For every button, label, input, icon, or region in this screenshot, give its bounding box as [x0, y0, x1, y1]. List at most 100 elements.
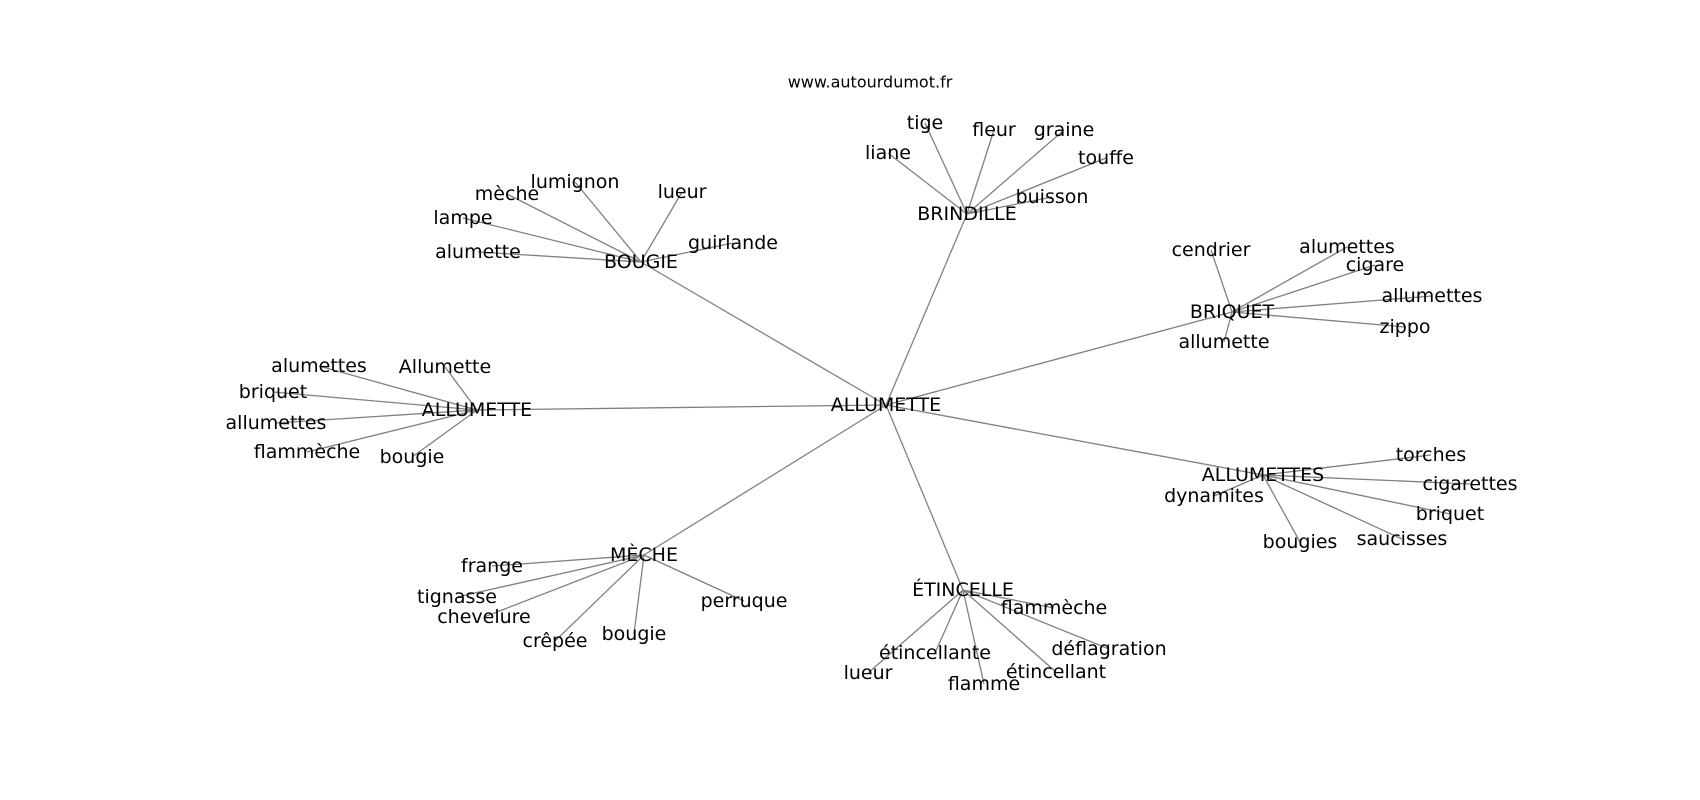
leaf-node: bougie: [602, 623, 667, 645]
leaf-node: Allumette: [399, 356, 491, 378]
cluster-node: ALLUMETTE: [422, 399, 532, 421]
leaf-node: lueur: [658, 181, 707, 203]
leaf-node: saucisses: [1357, 528, 1448, 550]
edge-center-cluster: [885, 404, 1264, 476]
edge-cluster-leaf: [887, 152, 968, 215]
leaf-node: tige: [907, 112, 943, 134]
leaf-node: lumignon: [531, 171, 620, 193]
edge-cluster-leaf: [1223, 311, 1233, 343]
edge-center-cluster: [885, 311, 1233, 406]
leaf-node: alumettes: [1299, 236, 1395, 258]
cluster-node: BOUGIE: [604, 251, 678, 273]
edge-cluster-leaf: [962, 589, 1057, 673]
edge-cluster-leaf: [1213, 474, 1264, 497]
leaf-node: fleur: [972, 119, 1016, 141]
cluster-node: BRIQUET: [1190, 301, 1275, 323]
edge-cluster-leaf: [633, 554, 645, 635]
edge-cluster-leaf: [640, 242, 734, 263]
leaf-node: étincellant: [1006, 661, 1106, 683]
leaf-node: cigarettes: [1423, 473, 1518, 495]
edge-cluster-leaf: [1262, 474, 1403, 540]
edge-cluster-leaf: [1210, 249, 1233, 313]
edge-cluster-leaf: [444, 366, 478, 411]
center-node: ALLUMETTE: [831, 394, 941, 416]
leaf-node: étincellante: [879, 642, 991, 664]
cluster-node: BRINDILLE: [917, 203, 1016, 225]
leaf-node: buisson: [1016, 186, 1089, 208]
edge-cluster-leaf: [1262, 474, 1451, 515]
edge-cluster-leaf: [1231, 295, 1433, 313]
edge-cluster-leaf: [1262, 454, 1432, 476]
leaf-node: flammèche: [1001, 597, 1108, 619]
edge-cluster-leaf: [275, 409, 478, 424]
edge-center-cluster: [476, 404, 887, 411]
source-label: www.autourdumot.fr: [788, 73, 953, 92]
edge-cluster-leaf: [1231, 264, 1376, 313]
leaf-node: briquet: [1416, 503, 1484, 525]
leaf-node: tignasse: [417, 586, 497, 608]
cluster-node: ALLUMETTES: [1202, 464, 1324, 486]
cluster-node: ÉTINCELLE: [912, 578, 1014, 601]
edge-cluster-leaf: [491, 554, 645, 567]
edge-center-cluster: [885, 404, 964, 591]
edge-cluster-leaf: [554, 554, 645, 642]
leaf-node: zippo: [1380, 316, 1431, 338]
leaf-node: crêpée: [523, 630, 588, 652]
cluster-node: MÈCHE: [610, 543, 678, 566]
edges: [272, 122, 1471, 685]
edge-cluster-leaf: [574, 181, 642, 263]
edge-cluster-leaf: [1262, 474, 1471, 485]
leaf-node: bougies: [1263, 531, 1338, 553]
leaf-node: allumette: [1178, 331, 1269, 353]
edge-cluster-leaf: [306, 409, 478, 453]
leaf-node: flammèche: [254, 441, 361, 463]
edge-cluster-leaf: [462, 217, 642, 263]
leaf-node: guirlande: [688, 232, 778, 254]
leaf-node: graine: [1034, 119, 1095, 141]
leaf-node: mèche: [475, 183, 539, 205]
edge-cluster-leaf: [477, 251, 642, 263]
edge-cluster-leaf: [483, 554, 645, 618]
edge-cluster-leaf: [867, 589, 964, 674]
leaf-node: dynamites: [1164, 485, 1264, 507]
leaf-node: torches: [1396, 444, 1467, 466]
edge-cluster-leaf: [411, 409, 478, 458]
edge-center-cluster: [643, 404, 887, 556]
edge-cluster-leaf: [934, 589, 964, 654]
edge-cluster-leaf: [924, 122, 968, 215]
edge-cluster-leaf: [966, 196, 1053, 215]
leaf-node: alumette: [435, 241, 521, 263]
edge-cluster-leaf: [962, 589, 985, 685]
edge-cluster-leaf: [643, 554, 745, 602]
leaf-node: cigare: [1346, 254, 1405, 276]
edge-cluster-leaf: [962, 589, 1055, 609]
edge-cluster-leaf: [272, 391, 478, 411]
edge-cluster-leaf: [1231, 246, 1348, 313]
leaf-node: allumettes: [226, 412, 327, 434]
leaf-node: chevelure: [437, 606, 531, 628]
edge-center-cluster: [885, 213, 968, 406]
leaf-node: cendrier: [1172, 239, 1251, 261]
edge-cluster-leaf: [966, 157, 1107, 215]
leaf-node: lampe: [433, 207, 492, 229]
edge-cluster-leaf: [1262, 474, 1301, 543]
edge-cluster-leaf: [640, 191, 683, 263]
leaf-node: lueur: [844, 662, 893, 684]
leaf-node: briquet: [239, 381, 307, 403]
leaf-node: allumettes: [1382, 285, 1483, 307]
leaf-node: déflagration: [1051, 638, 1166, 660]
leaf-node: perruque: [701, 590, 788, 612]
leaf-node: bougie: [380, 446, 445, 468]
leaf-node: flamme: [948, 673, 1020, 695]
leaf-node: alumettes: [271, 355, 367, 377]
leaf-node: touffe: [1078, 147, 1134, 169]
edge-cluster-leaf: [1231, 311, 1406, 328]
edge-cluster-leaf: [966, 129, 1065, 215]
edge-center-cluster: [640, 261, 887, 406]
edge-cluster-leaf: [456, 554, 645, 598]
edge-cluster-leaf: [962, 589, 1110, 650]
edge-cluster-leaf: [506, 193, 642, 263]
edge-cluster-leaf: [966, 129, 995, 215]
